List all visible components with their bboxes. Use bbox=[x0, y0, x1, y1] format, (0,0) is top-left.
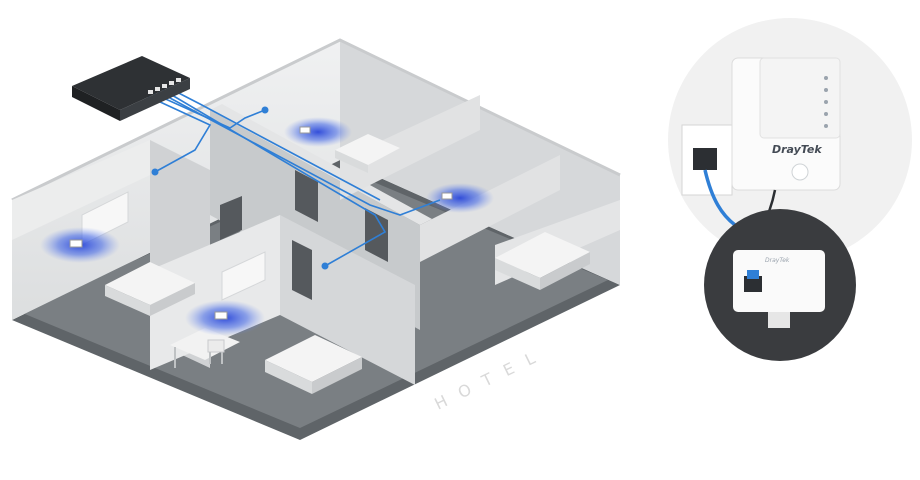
outer-wall-top bbox=[11, 38, 621, 202]
access-point-room-2 bbox=[185, 300, 265, 336]
cable-2 bbox=[149, 91, 266, 129]
inset-ethernet-port bbox=[744, 276, 762, 292]
device-wps-button bbox=[791, 163, 809, 181]
inset-plug-pins bbox=[768, 312, 790, 328]
cable-endpoint-3 bbox=[321, 262, 329, 270]
door-3 bbox=[220, 196, 242, 240]
cable-endpoint-1 bbox=[151, 168, 159, 176]
device-cable bbox=[703, 169, 737, 227]
bed-2 bbox=[265, 335, 362, 394]
device-status-leds bbox=[824, 76, 828, 128]
access-point-room-1 bbox=[40, 227, 120, 263]
outer-wall-right bbox=[340, 40, 620, 285]
cable-endpoint-2 bbox=[261, 106, 269, 114]
bed-4 bbox=[335, 134, 400, 173]
device-top-panel bbox=[759, 57, 841, 139]
device-brand-label: DrayTek bbox=[772, 143, 822, 156]
partition-right-1 bbox=[340, 95, 480, 200]
front-room-side bbox=[280, 215, 415, 385]
partition-left-1 bbox=[12, 140, 150, 240]
cable-4 bbox=[159, 87, 387, 267]
door-1 bbox=[295, 170, 318, 222]
network-switch bbox=[72, 56, 190, 121]
cable-3 bbox=[154, 89, 441, 216]
access-point-room-3 bbox=[284, 117, 352, 147]
bed-3 bbox=[495, 232, 590, 290]
chair bbox=[207, 339, 225, 364]
partition-right-2 bbox=[420, 155, 560, 262]
hotel-floor-plan bbox=[11, 38, 621, 440]
switch-ports bbox=[148, 78, 181, 94]
front-room-wall bbox=[150, 215, 280, 370]
corridor-wall-face bbox=[210, 104, 432, 225]
door-4 bbox=[292, 240, 312, 300]
inset-device-brand: DrayTek bbox=[765, 257, 790, 264]
door-2 bbox=[365, 208, 388, 262]
wifi-access-points bbox=[40, 117, 494, 336]
desk bbox=[170, 328, 240, 368]
wall-frame-2 bbox=[221, 251, 266, 301]
inset-cable-plug bbox=[747, 270, 759, 279]
device-callout: DrayTek DrayTek bbox=[668, 18, 912, 361]
cable-1 bbox=[144, 94, 212, 173]
bed-1 bbox=[105, 262, 195, 316]
ethernet-socket bbox=[693, 148, 717, 170]
access-point-room-4 bbox=[426, 183, 494, 213]
inset-device bbox=[733, 250, 825, 312]
